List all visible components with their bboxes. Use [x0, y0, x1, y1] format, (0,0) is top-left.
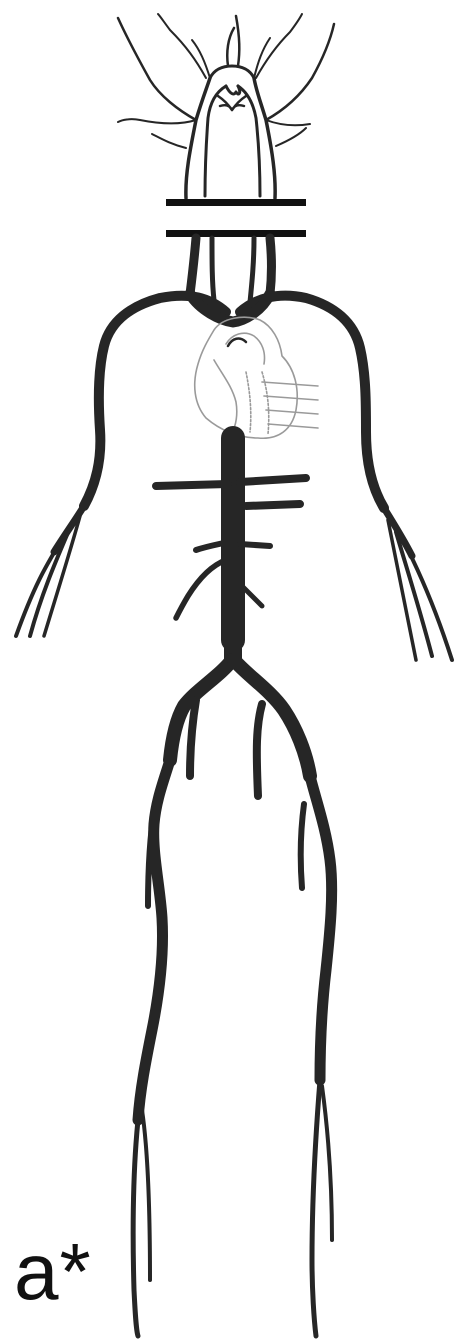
inferior-mesenteric — [176, 560, 226, 618]
right-tibial-a — [312, 1080, 320, 1336]
circle-of-willis — [210, 66, 254, 94]
left-cerebral-branch-b — [118, 119, 196, 123]
left-cerebral-branch-a — [158, 14, 206, 78]
left-vertebral-neck — [212, 238, 214, 300]
right-common-iliac — [234, 660, 310, 776]
right-subclavian — [240, 296, 384, 508]
break-line-upper — [166, 199, 306, 206]
right-tibial-b — [322, 1086, 332, 1240]
right-vertebral — [238, 86, 260, 196]
break-marks — [166, 199, 306, 237]
heart-vessel-a — [226, 333, 265, 364]
abdominal-arteries — [156, 438, 306, 660]
left-vertebral — [205, 86, 226, 196]
left-middle-cerebral — [118, 18, 196, 120]
heart-outline — [195, 317, 298, 438]
lower-limb-arteries — [133, 660, 332, 1336]
neck-arteries — [190, 238, 272, 302]
left-tibial-a — [133, 1120, 138, 1336]
right-vertebral-neck — [250, 238, 254, 302]
right-deep-femoral — [301, 804, 304, 888]
right-middle-cerebral — [266, 24, 334, 120]
break-line-lower — [166, 230, 306, 237]
right-renal-tail — [246, 504, 300, 506]
heart-dark-ring — [228, 339, 246, 346]
right-cerebral-branch-a — [256, 14, 302, 78]
cerebral-arteries — [118, 14, 334, 198]
anterior-cerebral — [227, 16, 239, 66]
basilar-branches — [218, 96, 246, 110]
left-internal-iliac — [190, 700, 196, 776]
left-tibial-b — [142, 1110, 150, 1280]
right-femoral — [310, 776, 332, 1080]
heart-chamber-lines — [246, 372, 269, 434]
left-common-carotid — [190, 238, 196, 294]
left-subclavian — [84, 296, 226, 506]
mesenteric-branch-right — [240, 544, 270, 546]
left-cerebral-branch-c — [152, 134, 186, 148]
right-common-carotid — [270, 238, 272, 294]
panel-label: a* — [14, 1232, 92, 1312]
right-internal-iliac — [257, 704, 262, 796]
left-common-iliac — [170, 660, 232, 760]
right-cerebral-branch-b — [266, 120, 310, 125]
left-forearm-radial — [16, 546, 58, 636]
pulmonary-lines — [262, 382, 318, 428]
heart-vessel-b — [214, 360, 237, 432]
heart-icon — [195, 317, 318, 438]
right-cerebral-branch-c — [276, 128, 306, 146]
